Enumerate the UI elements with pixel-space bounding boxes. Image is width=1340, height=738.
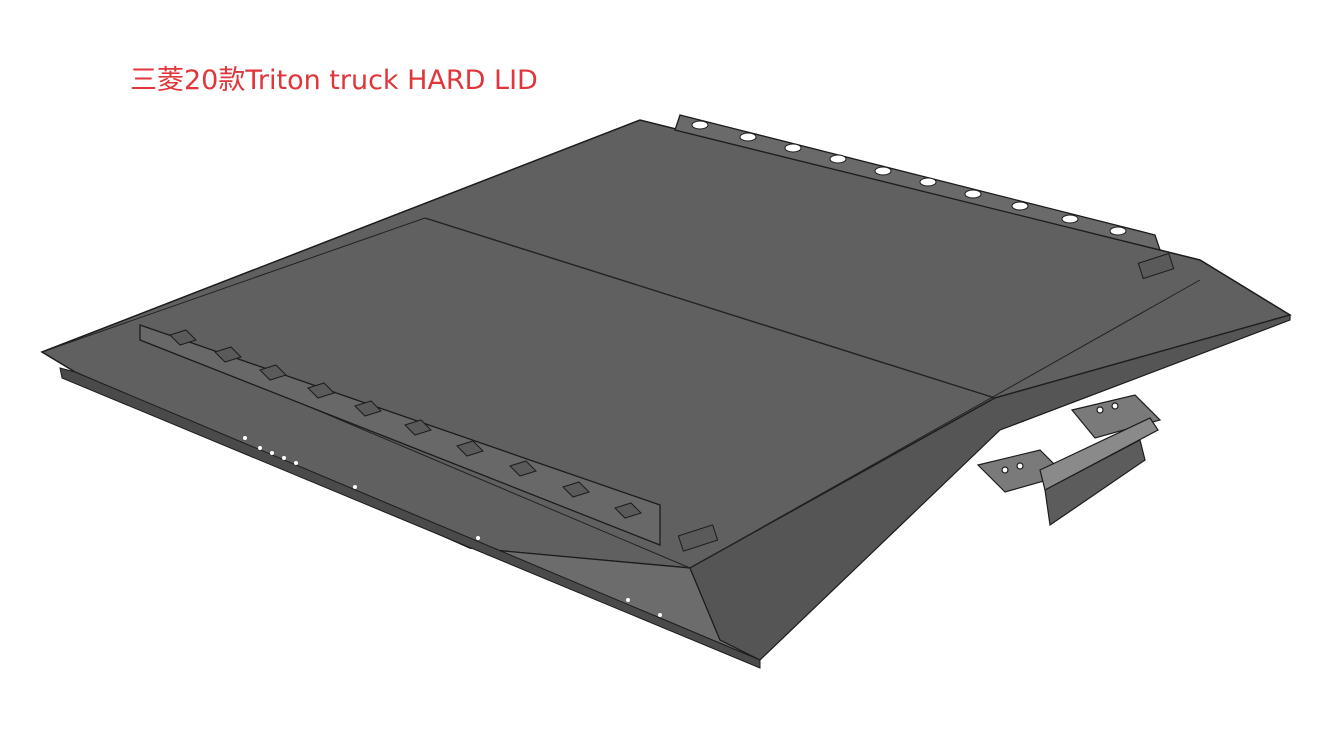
rear-handle: [976, 394, 1162, 527]
latch-plate-front: [677, 524, 719, 552]
lid-side-skirt: [59, 367, 761, 669]
image-caption: 三菱20款Triton truck HARD LID: [130, 65, 538, 96]
panel-seam-center: [424, 217, 996, 399]
latch-plate-rear: [1137, 252, 1175, 280]
lid-top-surface: [40, 119, 1292, 569]
skirt-holes: [243, 436, 662, 617]
back-rail-slots: [691, 120, 1127, 236]
front-rail-slots: [169, 329, 642, 519]
panel-seam-left: [41, 217, 426, 353]
lid-right-chamfer: [689, 314, 1291, 661]
chamfer-edge-right: [689, 279, 1201, 569]
